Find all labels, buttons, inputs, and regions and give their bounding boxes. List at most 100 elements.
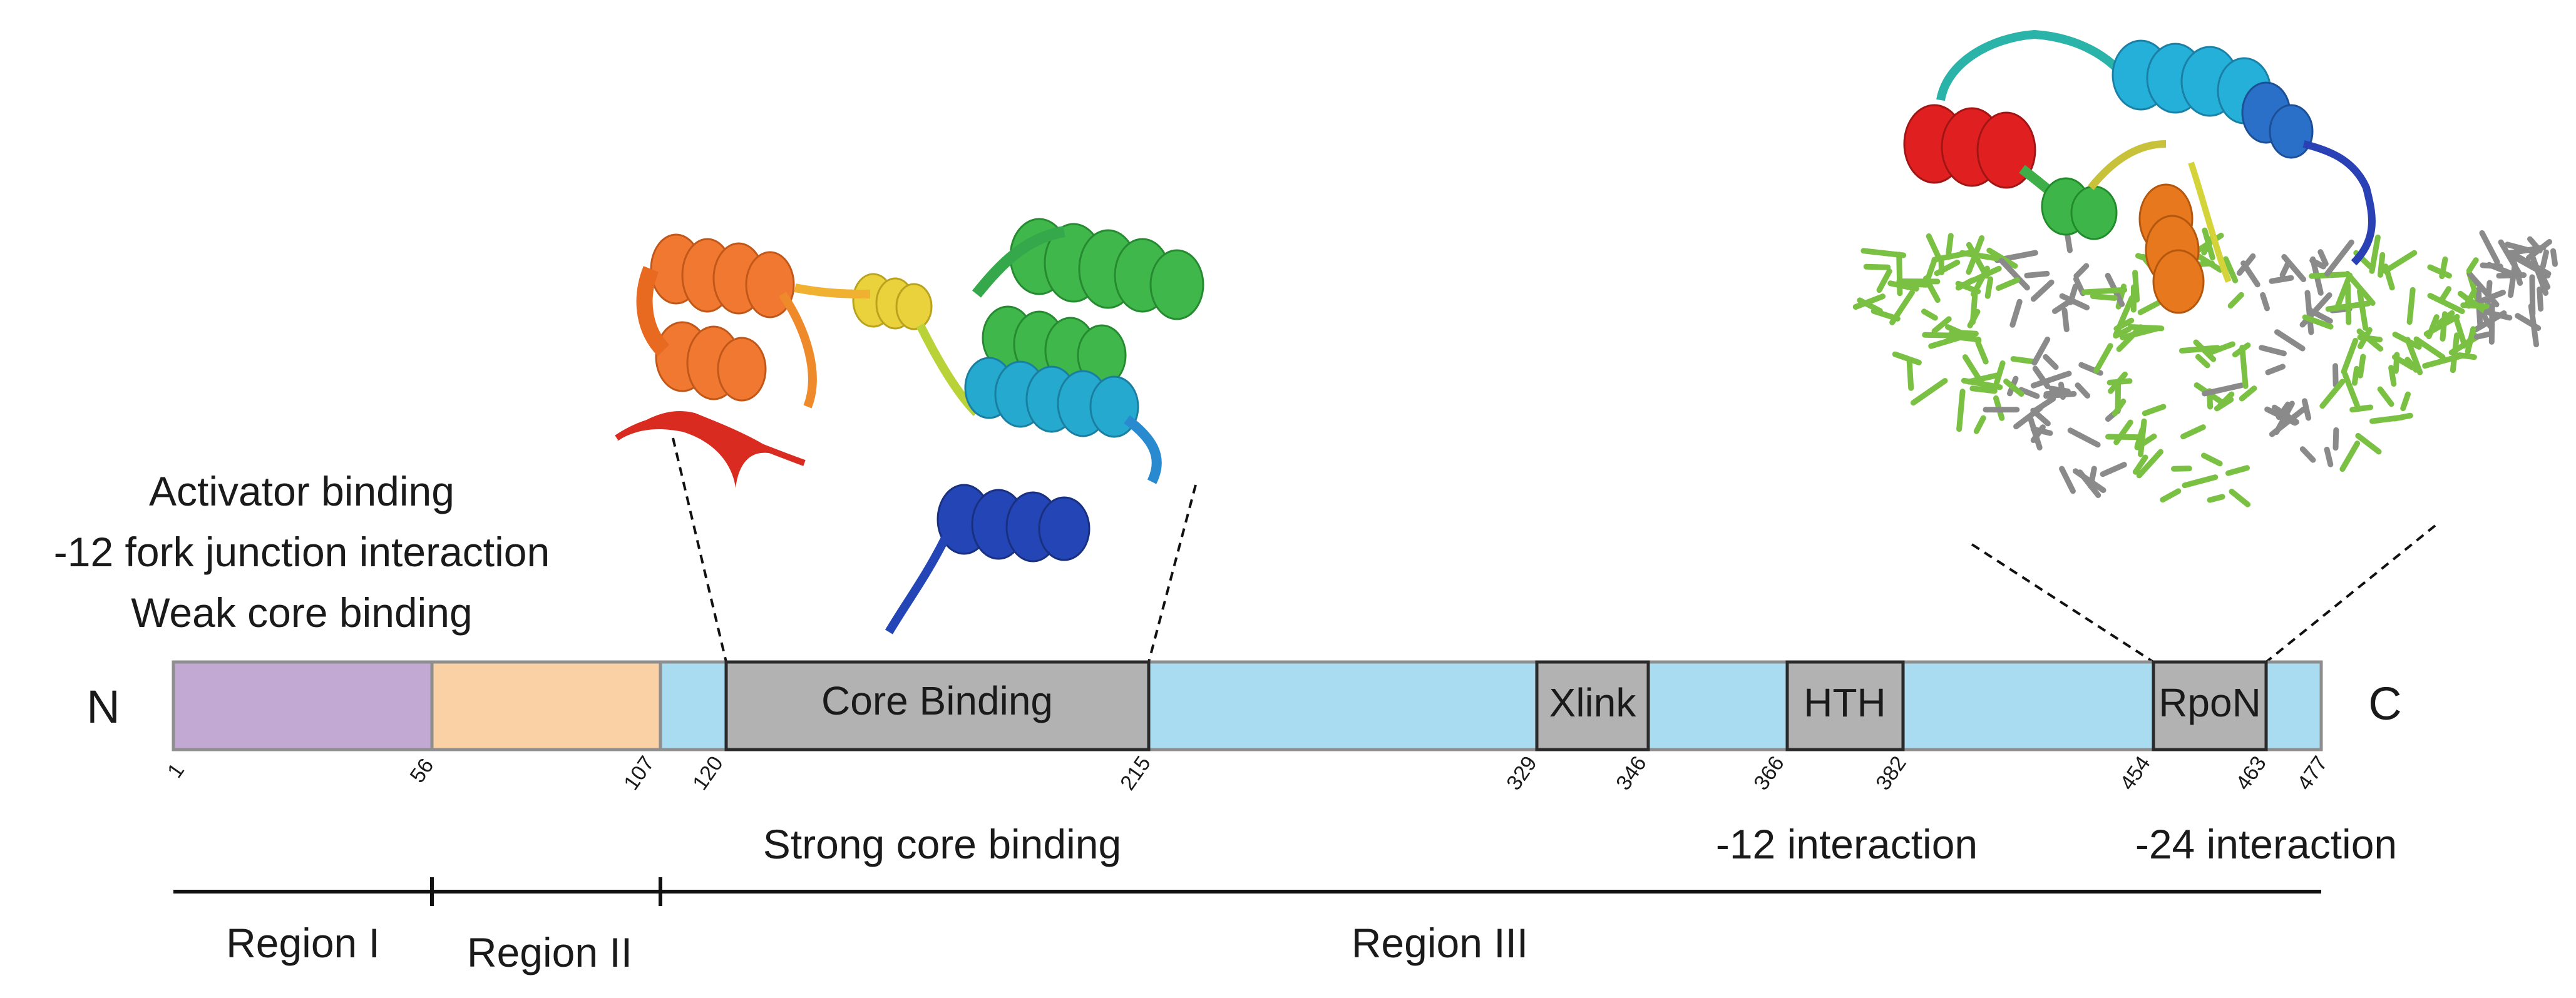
hth-block	[1785, 660, 1905, 751]
dna-stick	[1998, 258, 2030, 291]
dna-stick	[2550, 248, 2558, 267]
dna-stick	[2382, 250, 2418, 274]
dna-stick	[2052, 297, 2075, 314]
dna-stick	[1966, 372, 2000, 385]
dna-stick	[2260, 292, 2270, 312]
dna-stick	[1956, 389, 1966, 432]
dna-stick	[2344, 270, 2376, 306]
dna-stick	[2304, 290, 2314, 335]
dna-stick	[2024, 270, 2050, 278]
dna-stick	[2279, 259, 2292, 278]
annotation-fork-junction: -12 fork junction interaction	[54, 529, 550, 575]
annotation-activator-binding: Activator binding	[149, 468, 454, 514]
dna-stick	[2136, 449, 2163, 479]
core-binding-structure-image	[615, 218, 1204, 634]
dna-stick	[1896, 252, 1903, 297]
dna-stick	[2201, 234, 2215, 256]
zoom-line-right-b	[2265, 524, 2436, 663]
dna-stick	[1931, 250, 1974, 263]
zoom-lines	[672, 437, 2436, 663]
dna-stick	[1910, 378, 1948, 406]
dna-stick	[1995, 277, 2020, 291]
dna-stick	[2456, 352, 2477, 360]
position-label: 329	[1502, 752, 1542, 795]
rpon-dna-structure-image	[1852, 29, 2558, 507]
rpon-block	[2152, 660, 2268, 751]
dna-stick	[2003, 379, 2024, 397]
dna-stick	[2195, 354, 2210, 369]
dna-stick	[2540, 249, 2549, 269]
dna-stick	[2378, 252, 2386, 278]
dna-stick	[2010, 356, 2038, 365]
dna-stick	[2392, 332, 2422, 350]
dna-stick	[2483, 309, 2513, 321]
dna-stick	[2269, 275, 2294, 284]
region-ii-label: Region II	[467, 929, 632, 975]
dna-stick	[1938, 257, 1944, 275]
dna-stick	[2466, 257, 2479, 274]
dna-stick	[2413, 336, 2446, 360]
c-terminus-label: C	[2368, 678, 2401, 730]
position-label: 107	[619, 752, 659, 795]
annotation-weak-core-binding: Weak core binding	[131, 589, 472, 636]
annotation-minus12-interaction: -12 interaction	[1716, 821, 1978, 867]
dna-stick	[2116, 324, 2144, 352]
dna-stick	[2225, 465, 2250, 476]
dna-stick	[2088, 466, 2097, 489]
dna-stick	[2427, 293, 2465, 314]
dna-stick	[2355, 433, 2382, 455]
hth-label: HTH	[1804, 680, 1886, 725]
position-label: 56	[406, 754, 439, 787]
dna-stick	[2319, 379, 2346, 409]
dna-stick	[2324, 447, 2334, 467]
dna-stick	[2465, 326, 2476, 355]
dna-stick	[2093, 343, 2113, 374]
dna-stick	[2180, 424, 2206, 440]
dna-stick	[2134, 433, 2157, 451]
dna-stick	[2027, 414, 2043, 451]
dna-stick	[2309, 258, 2326, 270]
dna-stick	[2113, 295, 2135, 338]
dna-stick	[2530, 254, 2549, 296]
dna-stick	[2345, 282, 2352, 325]
dna-stick	[2357, 288, 2369, 331]
dna-stick	[2223, 256, 2239, 283]
dna-stick	[2406, 287, 2416, 325]
dna-stick	[2227, 292, 2244, 309]
core-binding-block	[724, 660, 1151, 751]
dna-stick	[2439, 286, 2452, 303]
dna-stick	[2537, 286, 2544, 312]
dna-stick	[2351, 365, 2360, 386]
dna-stick	[2059, 293, 2090, 311]
dna-stick	[2324, 239, 2354, 277]
dna-stick	[1931, 316, 1952, 334]
position-label: 382	[1871, 752, 1911, 795]
dna-stick	[2207, 494, 2225, 503]
zoom-line-left-b	[1147, 484, 1197, 663]
position-label: 454	[2115, 752, 2155, 795]
dna-stick	[1860, 248, 1907, 258]
dna-stick	[2201, 452, 2223, 467]
dna-stick	[2137, 299, 2162, 315]
dna-stick	[1926, 233, 1942, 261]
dna-stick	[2112, 398, 2127, 417]
dna-stick	[2160, 488, 2182, 503]
dna-stick	[2276, 401, 2291, 420]
dna-stick	[2090, 293, 2118, 301]
dna-stick	[2465, 288, 2477, 306]
dna-stick	[2217, 391, 2235, 409]
dna-stick	[1946, 233, 1954, 256]
dna-stick	[2334, 272, 2353, 311]
dna-stick	[2450, 332, 2460, 374]
dna-stick	[2302, 398, 2312, 421]
dna-stick	[2013, 405, 2043, 430]
dna-stick	[1984, 276, 1994, 299]
dna-stick	[2265, 364, 2286, 375]
dna-stick	[2132, 454, 2148, 475]
region-i-annotations: Activator binding -12 fork junction inte…	[54, 468, 550, 636]
dna-stick	[1925, 258, 1937, 281]
position-label: 1	[163, 759, 189, 782]
dna-stick	[2460, 302, 2490, 309]
dna-stick	[2202, 382, 2244, 397]
dna-stick	[2031, 336, 2051, 366]
